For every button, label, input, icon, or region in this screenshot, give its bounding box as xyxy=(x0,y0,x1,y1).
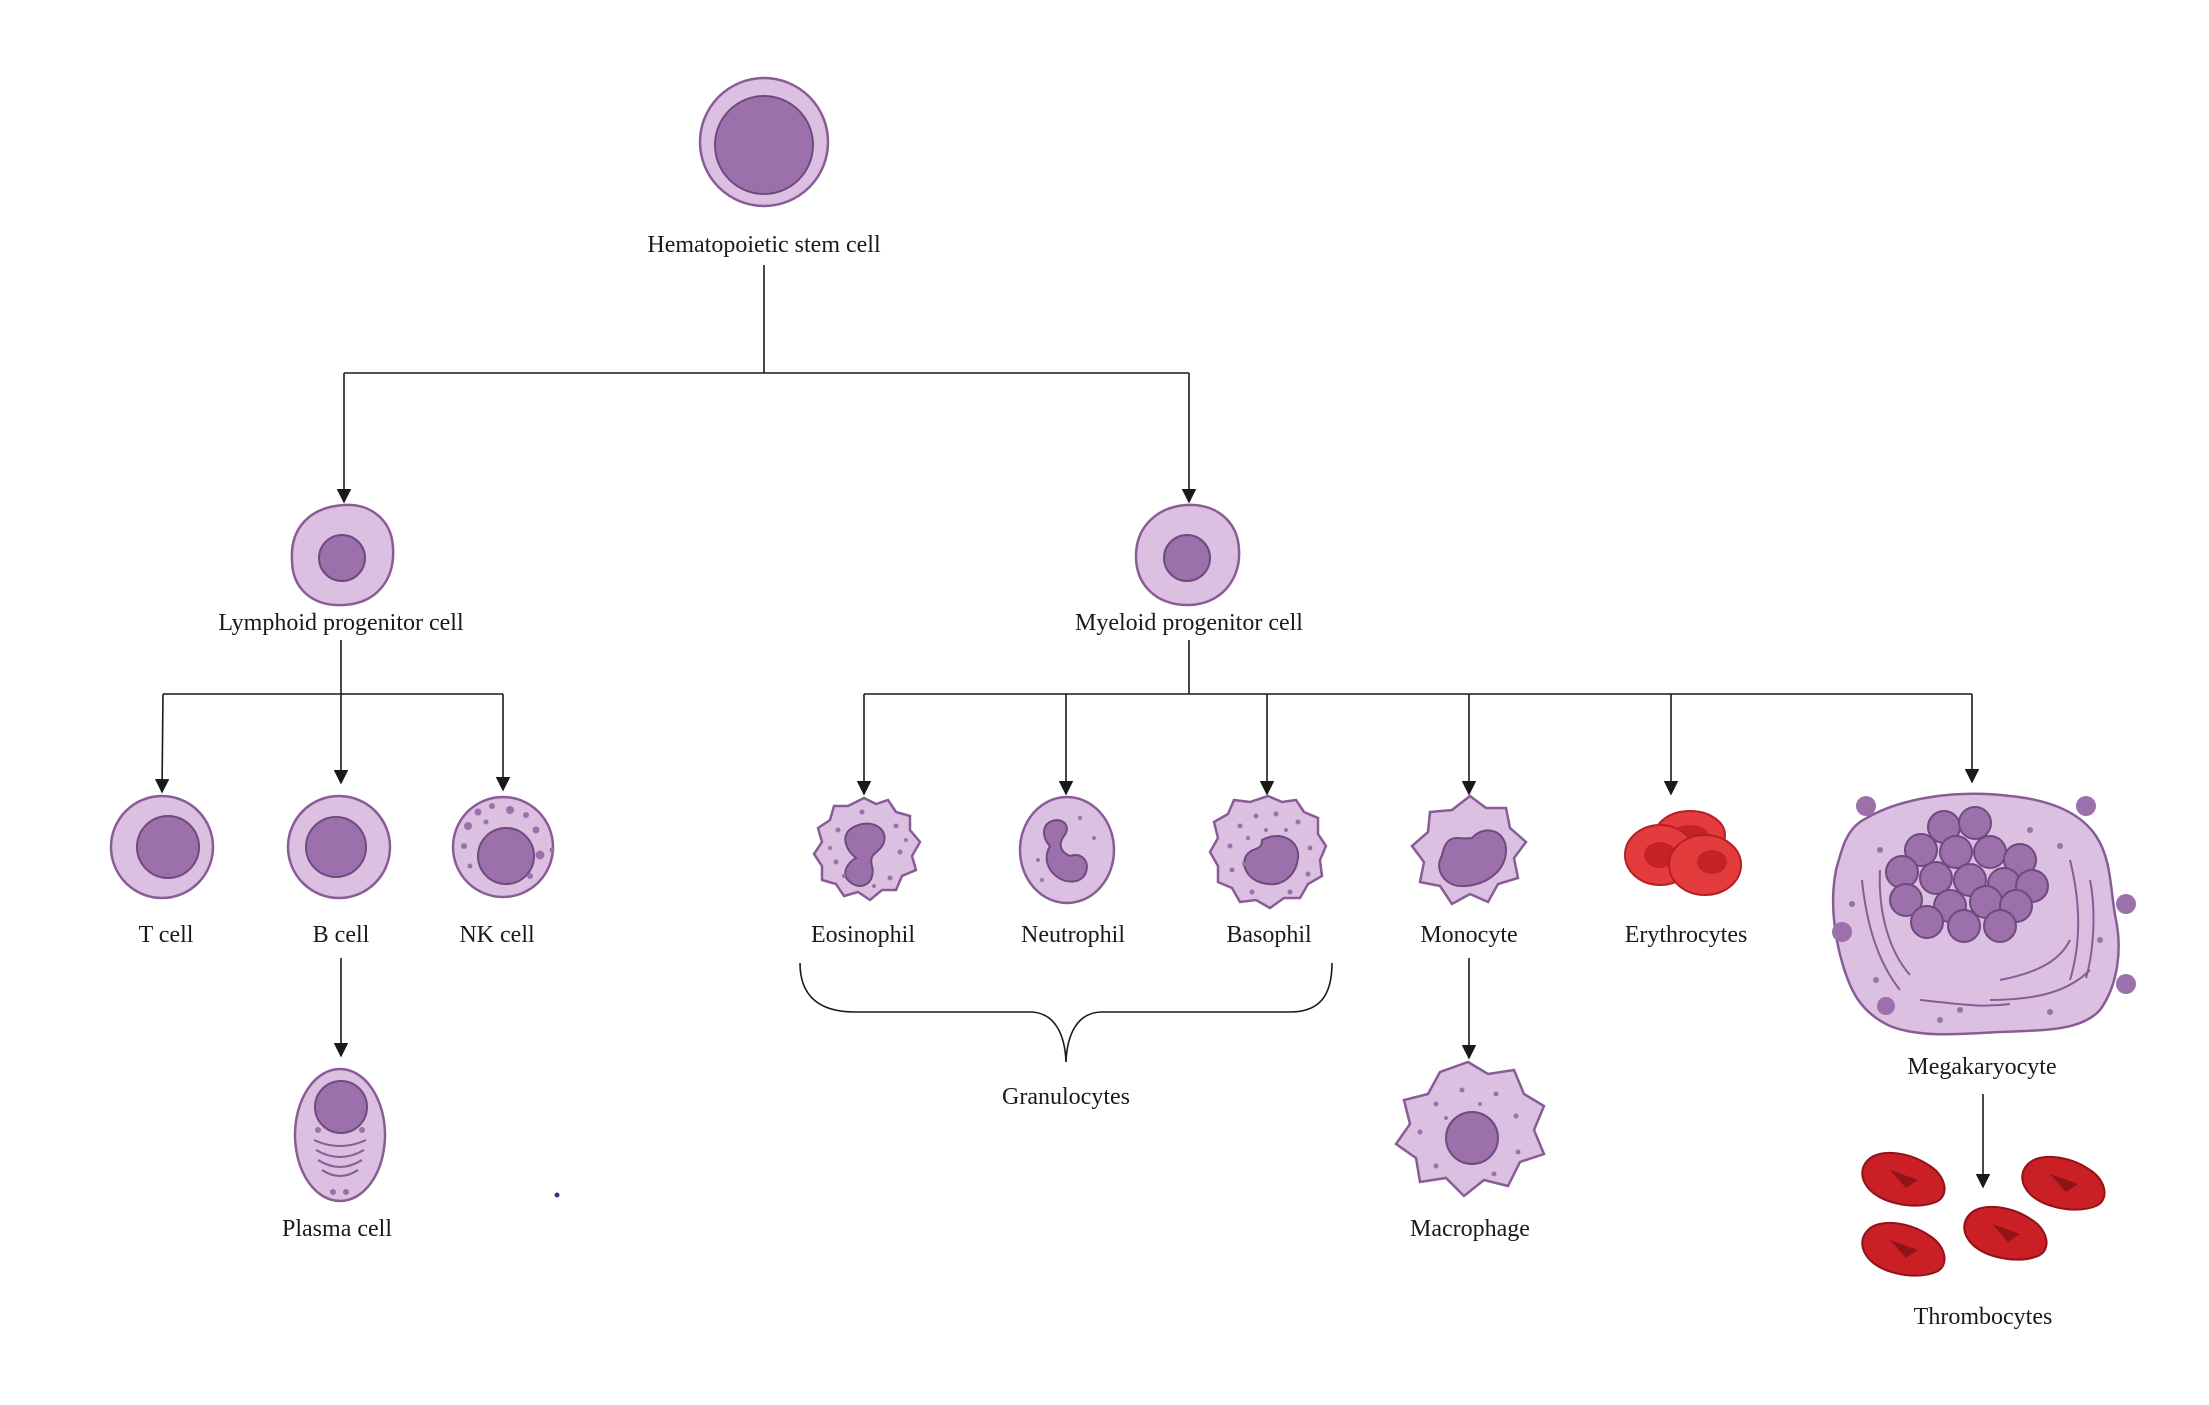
t-cell xyxy=(109,794,215,900)
platelet xyxy=(1861,1221,1946,1277)
neutrophil-label: Neutrophil xyxy=(1021,922,1125,948)
t-cell-label: T cell xyxy=(139,922,194,948)
lymphoid-progenitor-cell xyxy=(290,503,395,607)
plasma-cell xyxy=(293,1067,387,1203)
platelet xyxy=(1861,1151,1946,1207)
erythrocytes-cells xyxy=(1624,810,1742,896)
lymphoid-label: Lymphoid progenitor cell xyxy=(218,610,464,636)
myeloid-label: Myeloid progenitor cell xyxy=(1075,610,1303,636)
monocyte-label: Monocyte xyxy=(1420,922,1517,948)
granulocytes-brace xyxy=(799,962,1333,1063)
eosinophil-label: Eosinophil xyxy=(811,922,915,948)
megakaryocyte-nuclei xyxy=(1885,806,2049,943)
megakaryocyte-cell xyxy=(1831,792,2136,1036)
plasma-cell-label: Plasma cell xyxy=(282,1216,392,1242)
macrophage-label: Macrophage xyxy=(1410,1216,1530,1242)
stray-dot xyxy=(554,1192,560,1198)
connectors xyxy=(154,265,1991,1189)
b-cell-label: B cell xyxy=(313,922,370,948)
hsc-label: Hematopoietic stem cell xyxy=(647,232,881,258)
labels: Hematopoietic stem cell Lymphoid progeni… xyxy=(139,232,2057,1330)
thrombocytes-label: Thrombocytes xyxy=(1914,1304,2053,1330)
platelet xyxy=(1963,1205,2048,1261)
b-cell xyxy=(286,794,392,900)
myeloid-progenitor-cell xyxy=(1134,503,1241,607)
erythrocytes-label: Erythrocytes xyxy=(1625,922,1748,948)
platelet xyxy=(2021,1155,2106,1211)
neutrophil-cell xyxy=(1018,795,1116,905)
arrow-to-t-cell xyxy=(154,693,170,794)
monocyte-cell xyxy=(1410,794,1528,906)
macrophage-cell xyxy=(1394,1060,1546,1198)
nk-cell xyxy=(451,795,555,899)
basophil-cell xyxy=(1208,794,1328,910)
basophil-label: Basophil xyxy=(1226,922,1312,948)
thrombocytes-cells xyxy=(1861,1151,2106,1277)
nk-cell-label: NK cell xyxy=(459,922,535,948)
eosinophil-cell xyxy=(812,796,922,902)
megakaryocyte-label: Megakaryocyte xyxy=(1907,1054,2056,1080)
hsc-cell xyxy=(698,76,830,208)
granulocytes-label: Granulocytes xyxy=(1002,1084,1130,1110)
